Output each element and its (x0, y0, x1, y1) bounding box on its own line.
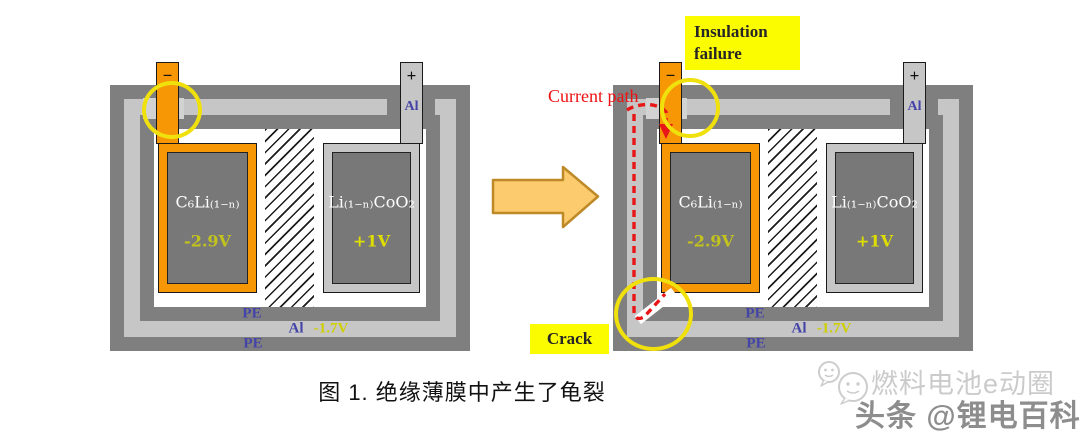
anode-formula-label: C₆Li₍₁₋ₙ₎ (678, 192, 743, 212)
figure-caption: 图 1. 绝缘薄膜中产生了龟裂 (318, 380, 606, 405)
anode-formula-label: C₆Li₍₁₋ₙ₎ (175, 192, 240, 212)
negative-terminal-sign: − (162, 66, 173, 85)
positive-tab-material-label: Al (907, 99, 922, 114)
current-path-label: Current path (548, 86, 639, 106)
pouch-pe-outer-label: PE (243, 335, 263, 352)
negative-terminal-sign: − (665, 66, 676, 85)
positive-tab: + Al (400, 62, 423, 144)
watermark-fuel-cell-circle: 燃料电池e动圈 (871, 369, 1056, 399)
positive-terminal-sign: + (909, 66, 920, 85)
cathode-plate: Li₍₁₋ₙ₎CoO₂ +1V (826, 143, 923, 293)
cathode-voltage-label: +1V (353, 231, 390, 251)
highlight-circle-insulation-failure (660, 78, 720, 138)
cathode-formula-label: Li₍₁₋ₙ₎CoO₂ (831, 192, 918, 212)
positive-terminal-sign: + (406, 66, 417, 85)
pouch-al-voltage-label: -1.7V (313, 320, 349, 337)
highlight-circle-crack (614, 277, 693, 351)
pouch-al-voltage-label: -1.7V (816, 320, 852, 337)
pouch-pe-outer-label: PE (746, 335, 766, 352)
cathode-voltage-label: +1V (856, 231, 893, 251)
anode-core: C₆Li₍₁₋ₙ₎ -2.9V (670, 152, 751, 284)
anode-plate: C₆Li₍₁₋ₙ₎ -2.9V (661, 143, 760, 293)
separator-hatch (768, 129, 817, 307)
pouch-al-label: Al (791, 320, 807, 337)
positive-tab: + Al (903, 62, 926, 144)
pouch-pe-inner-label: PE (242, 305, 262, 322)
anode-voltage-label: -2.9V (184, 231, 231, 251)
positive-tab-material-label: Al (404, 99, 419, 114)
anode-plate: C₆Li₍₁₋ₙ₎ -2.9V (158, 143, 257, 293)
crack-label: Crack (530, 324, 609, 354)
anode-core: C₆Li₍₁₋ₙ₎ -2.9V (167, 152, 248, 284)
highlight-circle-tab-seal (142, 81, 202, 139)
watermark-toutiao-handle: 头条 @锂电百科 (855, 400, 1080, 433)
cathode-core: Li₍₁₋ₙ₎CoO₂ +1V (831, 152, 918, 284)
wechat-icon (818, 361, 868, 405)
cathode-plate: Li₍₁₋ₙ₎CoO₂ +1V (323, 143, 420, 293)
insulation-failure-label: Insulation failure (685, 16, 800, 70)
cathode-formula-label: Li₍₁₋ₙ₎CoO₂ (328, 192, 415, 212)
right-arrow-icon (491, 165, 600, 229)
pouch-pe-inner-label: PE (745, 305, 765, 322)
anode-voltage-label: -2.9V (687, 231, 734, 251)
cathode-core: Li₍₁₋ₙ₎CoO₂ +1V (328, 152, 415, 284)
separator-hatch (265, 129, 314, 307)
pouch-al-label: Al (288, 320, 304, 337)
